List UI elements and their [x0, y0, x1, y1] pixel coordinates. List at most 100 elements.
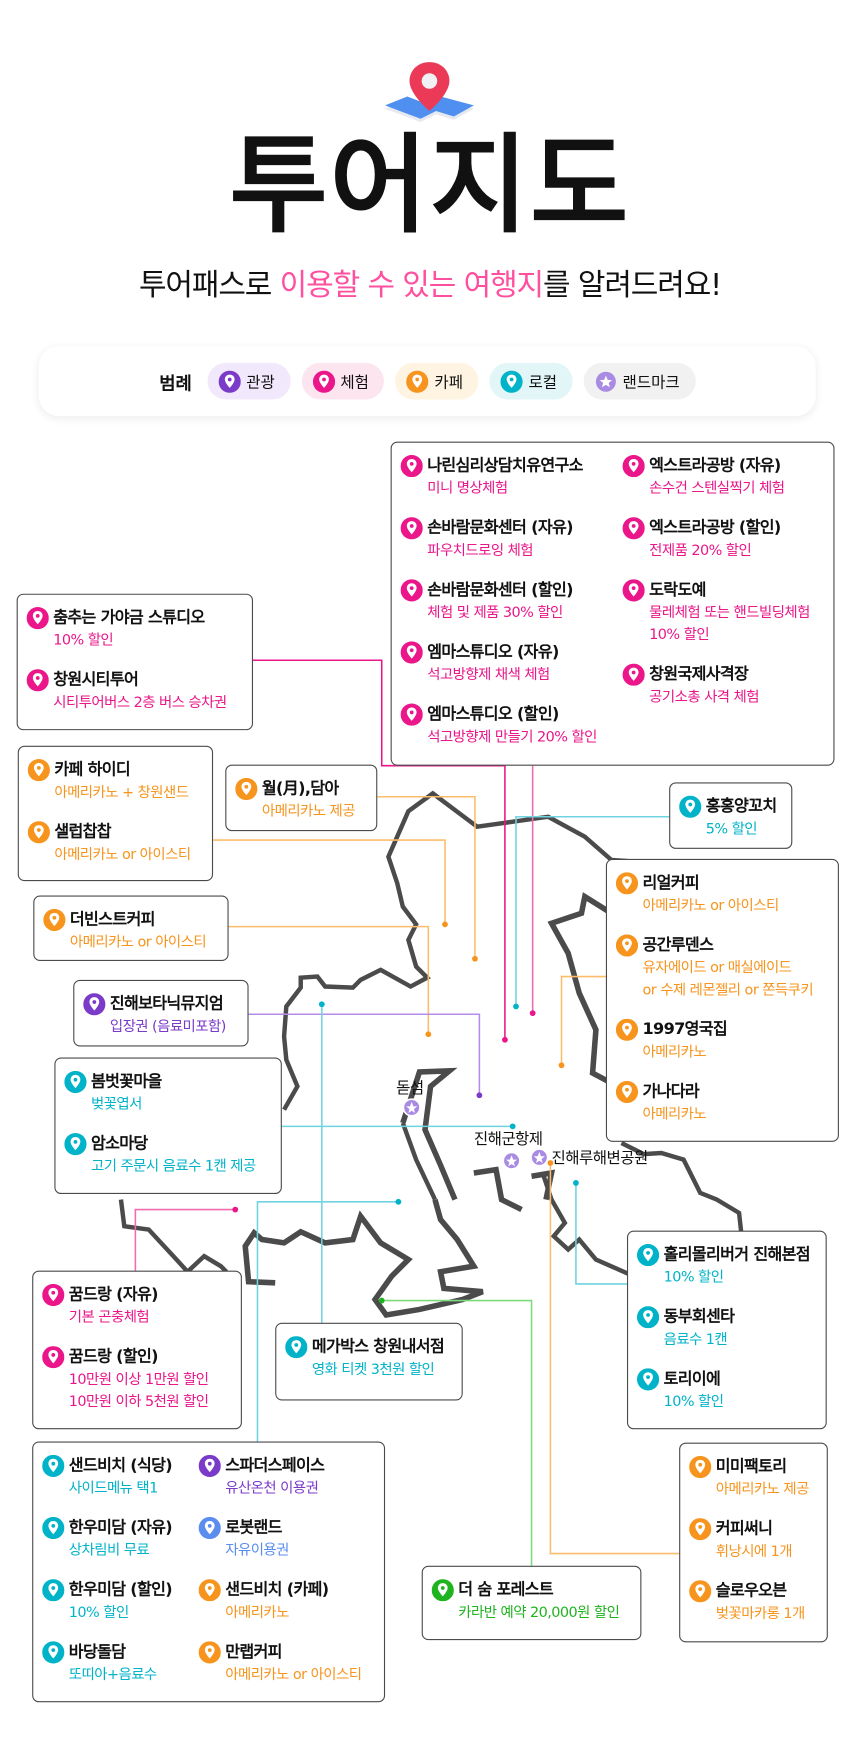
- place-name: 홍홍양꼬치: [705, 797, 777, 816]
- map-pin-icon: [615, 934, 639, 957]
- connector-line: [248, 1013, 481, 1096]
- map-pin-icon: [198, 1516, 221, 1540]
- map-pin-icon: [285, 1336, 308, 1359]
- landmark-label: 진해루해변공원: [551, 1149, 649, 1168]
- map-pin-icon: [198, 1579, 221, 1602]
- place-name: 창원국제사격장: [649, 665, 749, 684]
- place-benefit: 10% 할인: [53, 632, 114, 650]
- place-name: 홀리몰리버거 진해본점: [663, 1246, 811, 1264]
- place-name: 미미팩토리: [715, 1458, 787, 1476]
- map-pin-icon: [385, 62, 474, 123]
- place-item[interactable]: 샌드비치 (카페)아메리카노: [198, 1578, 362, 1625]
- place-name: 월(月),담아: [261, 780, 339, 798]
- place-item[interactable]: 춤추는 가야금 스튜디오 10% 할인: [26, 606, 227, 653]
- place-item[interactable]: 손바람문화센터 (할인) 체험 및 제품 30% 할인: [400, 578, 597, 625]
- map-pin-icon: [26, 669, 49, 692]
- connector-line: [256, 1201, 399, 1442]
- place-item[interactable]: 샌드비치 (식당)사이드메뉴 택1: [42, 1454, 173, 1501]
- legend-chip-experience: 체험: [301, 362, 385, 400]
- place-item[interactable]: 엠마스튜디오 (자유)석고방향제 채색 체험: [400, 640, 597, 687]
- place-item[interactable]: 한우미담 (할인)10% 할인: [42, 1578, 173, 1625]
- place-benefit: 10% 할인: [663, 1393, 724, 1411]
- place-item[interactable]: 엑스트라공방 (자유)손수건 스텐실찍기 체험: [622, 454, 810, 501]
- place-benefit: 전제품 20% 할인: [649, 542, 752, 560]
- place-name: 엑스트라공방 (할인): [649, 519, 781, 538]
- place-benefit: 손수건 스텐실찍기 체험: [649, 480, 785, 498]
- connector-line: [213, 839, 446, 925]
- place-item[interactable]: 한우미담 (자유)상차림비 무료: [42, 1516, 173, 1563]
- place-name: 나린심리상담치유연구소: [427, 457, 583, 475]
- place-name: 손바람문화센터 (자유): [427, 519, 573, 538]
- map-pin-icon: [622, 517, 645, 540]
- place-benefit: 상차림비 무료: [68, 1542, 150, 1560]
- place-name: 춤추는 가야금 스튜디오: [53, 609, 205, 627]
- map-dot: [558, 1062, 565, 1069]
- place-benefit: 아메리카노: [642, 1044, 707, 1061]
- map-pin-icon: [636, 1243, 660, 1267]
- map-pin-icon: [636, 1368, 660, 1391]
- map-dot: [442, 921, 448, 928]
- place-name: 손바람문화센터 (할인): [427, 581, 573, 600]
- map-pin-icon: [218, 370, 241, 393]
- place-name: 동부회센타: [663, 1308, 735, 1327]
- place-name: 진해보타닉뮤지엄: [109, 995, 224, 1014]
- place-name: 토리이에: [663, 1370, 721, 1389]
- place-benefit: 10만원 이하 5천원 할인: [68, 1393, 209, 1411]
- subtitle-pre: 투어패스로: [138, 268, 280, 303]
- place-benefit: 체험 및 제품 30% 할인: [427, 604, 563, 622]
- map-pin-icon: [42, 1283, 65, 1307]
- place-item[interactable]: 토리이에 10% 할인: [636, 1367, 810, 1414]
- place-name: 암소마당: [90, 1135, 148, 1153]
- page-title: 투어지도: [229, 123, 631, 248]
- place-item[interactable]: 엑스트라공방 (할인) 전제품 20% 할인: [622, 516, 810, 563]
- map-pin-icon: [64, 1070, 87, 1094]
- legend-chip-cafe: 카페: [395, 362, 479, 400]
- place-name: 엠마스튜디오 (자유): [427, 643, 559, 662]
- place-item[interactable]: 엠마스튜디오 (할인)석고방향제 만들기 20% 할인: [400, 702, 597, 749]
- place-item[interactable]: 손바람문화센터 (자유)파우치드로잉 체험: [400, 516, 597, 563]
- map-pin-icon: [42, 1516, 65, 1540]
- map-pin-icon: [235, 777, 258, 801]
- place-item[interactable]: 꿈드랑 (자유)기본 곤충체험: [42, 1283, 208, 1330]
